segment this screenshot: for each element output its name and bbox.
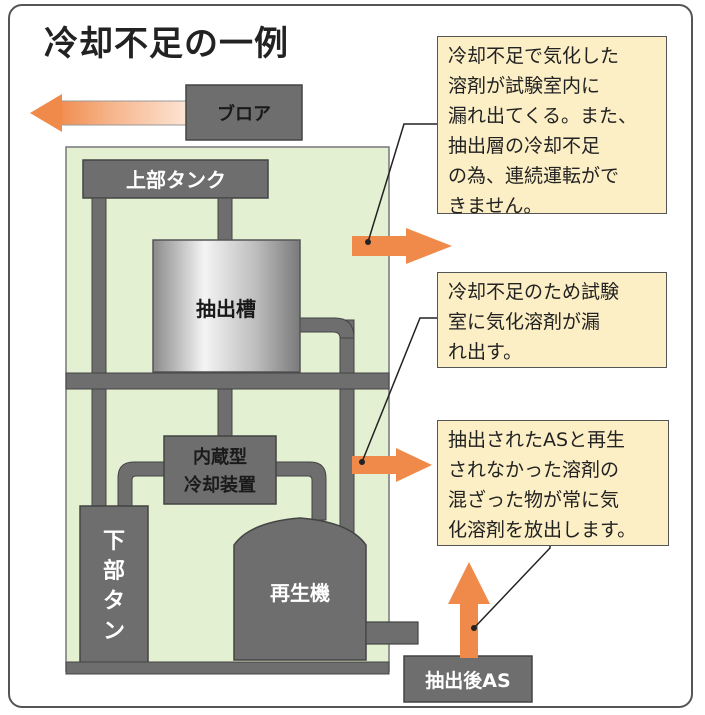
cooler-label-line2: 冷却装置: [184, 474, 256, 496]
regenerator: 再生機: [233, 517, 419, 661]
callout-room-leak: 冷却不足のため試験 室に気化溶剤が漏 れ出す。: [437, 272, 667, 368]
lower-tank-char-2: 部: [103, 558, 125, 584]
cooler-label-line1: 内蔵型: [193, 446, 247, 468]
extraction-elbow-pipe: [299, 317, 355, 339]
lower-tank-char-4: ン: [103, 619, 125, 644]
lower-tank-char-1: 下: [103, 529, 125, 554]
leader-line-2: [361, 317, 437, 463]
upper-tank-label: 上部タンク: [126, 168, 226, 192]
blower-label: ブロア: [217, 103, 271, 125]
base-beam: [65, 661, 390, 675]
right-pipe: [339, 319, 355, 541]
left-pipe: [91, 197, 107, 509]
upper-connector-pipe: [217, 197, 233, 243]
leader-line-3: [473, 545, 551, 629]
vapor-arrow-up: [448, 562, 490, 658]
callout-mixed-vapor: 抽出されたASと再生 されなかった溶剤の 混ざった物が常に気 化溶剤を放出します…: [437, 420, 669, 546]
regenerator-outlet-pipe: [365, 621, 419, 645]
after-extraction-label: 抽出後AS: [425, 669, 510, 692]
lower-tank-char-3: タ: [103, 589, 125, 614]
shelf-beam: [65, 372, 390, 390]
regenerator-label: 再生機: [270, 581, 330, 605]
leader-line-1: [367, 123, 437, 243]
lower-tank: 下 部 タ ン: [79, 505, 149, 665]
extraction-tank-label: 抽出槽: [196, 297, 256, 321]
extraction-tank: 抽出槽: [152, 239, 301, 373]
blower-exhaust-arrow: [30, 94, 190, 132]
after-extraction-box: 抽出後AS: [403, 655, 533, 703]
callout-vapor-leak: 冷却不足で気化した 溶剤が試験室内に 漏れ出てくる。また、 抽出層の冷却不足 の…: [437, 36, 667, 217]
diagram-title: 冷却不足の一例: [44, 24, 289, 64]
built-in-cooler: 内蔵型 冷却装置: [163, 435, 277, 505]
middle-pipe: [217, 387, 233, 439]
upper-tank: 上部タンク: [82, 159, 269, 199]
blower: ブロア: [185, 84, 303, 141]
